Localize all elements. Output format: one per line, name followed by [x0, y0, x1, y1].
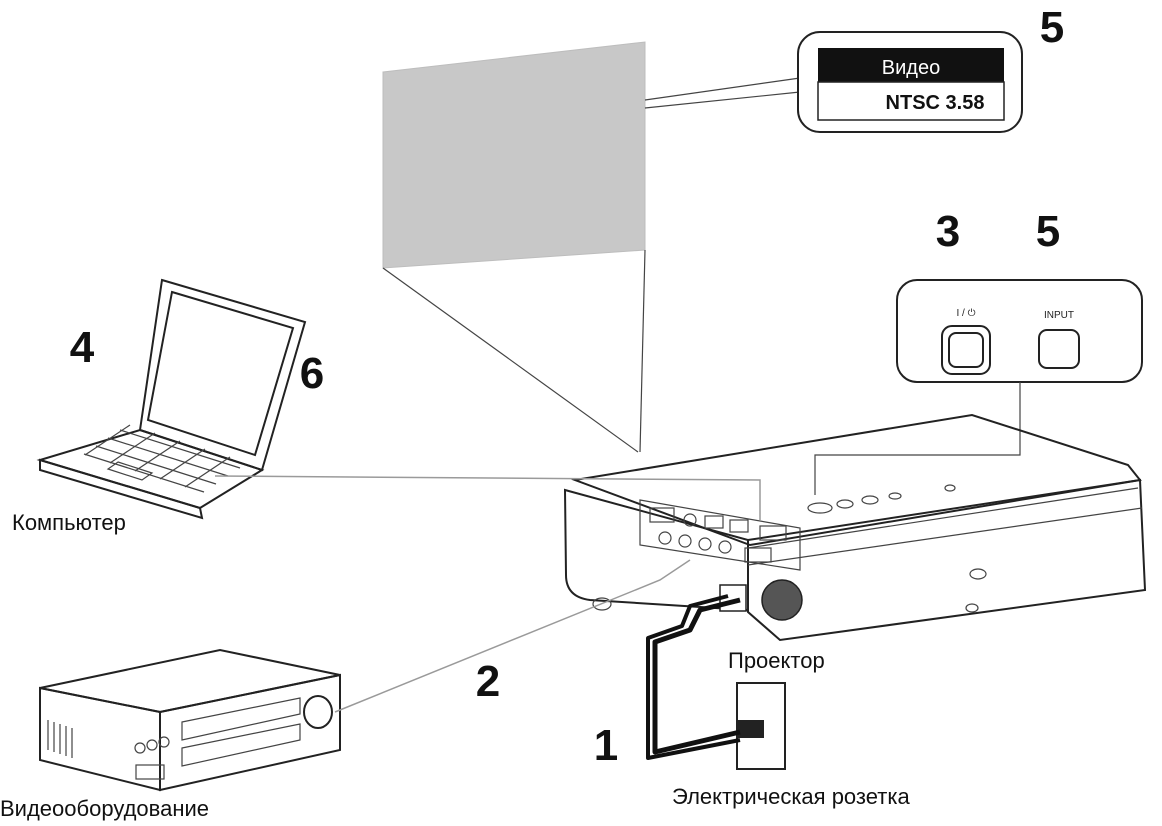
wall-outlet — [736, 682, 786, 770]
caption-projector: Проектор — [728, 648, 825, 673]
osd-callout — [797, 31, 1023, 133]
osd-title: Видео — [882, 57, 940, 79]
step-number-osd: 5 — [1040, 3, 1064, 52]
cables — [214, 475, 761, 760]
step-number-input: 5 — [1036, 207, 1060, 256]
step-number-power-cable: 1 — [594, 721, 618, 770]
caption-wall-outlet: Электрическая розетка — [672, 784, 910, 809]
step-number-video-cable: 2 — [476, 657, 500, 706]
power-button-label: I / ⏻ — [956, 308, 975, 319]
osd-value: NTSC 3.58 — [886, 92, 985, 114]
caption-computer: Компьютер — [12, 510, 126, 535]
projected-screen — [382, 41, 801, 453]
control-panel-callout — [814, 279, 1143, 495]
caption-video-equipment: Видеооборудование — [0, 796, 209, 821]
step-number-power: 3 — [936, 207, 960, 256]
laptop — [36, 278, 307, 520]
input-button-label: INPUT — [1044, 310, 1074, 321]
projector — [563, 413, 1147, 642]
step-number-computer-alt: 6 — [300, 349, 324, 398]
video-equipment — [39, 648, 341, 792]
step-number-computer: 4 — [70, 323, 95, 372]
